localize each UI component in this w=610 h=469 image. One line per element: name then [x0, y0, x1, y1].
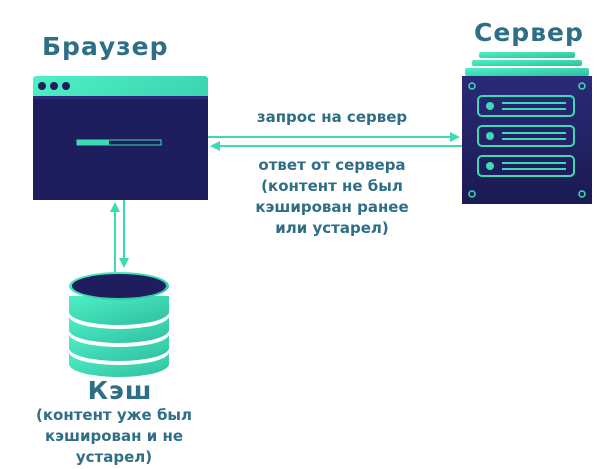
cache-note-line-1: (контент уже был	[36, 406, 192, 424]
window-dot	[50, 82, 58, 90]
request-arrow	[208, 132, 460, 142]
cache-note-line-2: кэширован и не	[44, 427, 184, 445]
window-dot	[62, 82, 70, 90]
response-line-2: (контент не был	[261, 177, 403, 195]
cache-down-arrow	[119, 200, 129, 268]
browser-title: Браузер	[42, 32, 169, 61]
browser-window-icon	[33, 76, 208, 200]
server-rack-icon	[462, 52, 592, 204]
cache-title: Кэш	[87, 376, 153, 405]
database-icon	[69, 272, 169, 377]
server-title: Сервер	[474, 18, 584, 47]
cache-note-line-3: устарел)	[75, 448, 153, 466]
window-dot	[38, 82, 46, 90]
loading-bar	[77, 140, 109, 145]
request-label: запрос на сервер	[256, 108, 408, 126]
response-line-1: ответ от сервера	[258, 156, 406, 174]
response-arrow	[210, 141, 462, 151]
response-line-4: или устарел)	[275, 219, 389, 237]
response-line-3: кэширован ранее	[255, 198, 409, 216]
